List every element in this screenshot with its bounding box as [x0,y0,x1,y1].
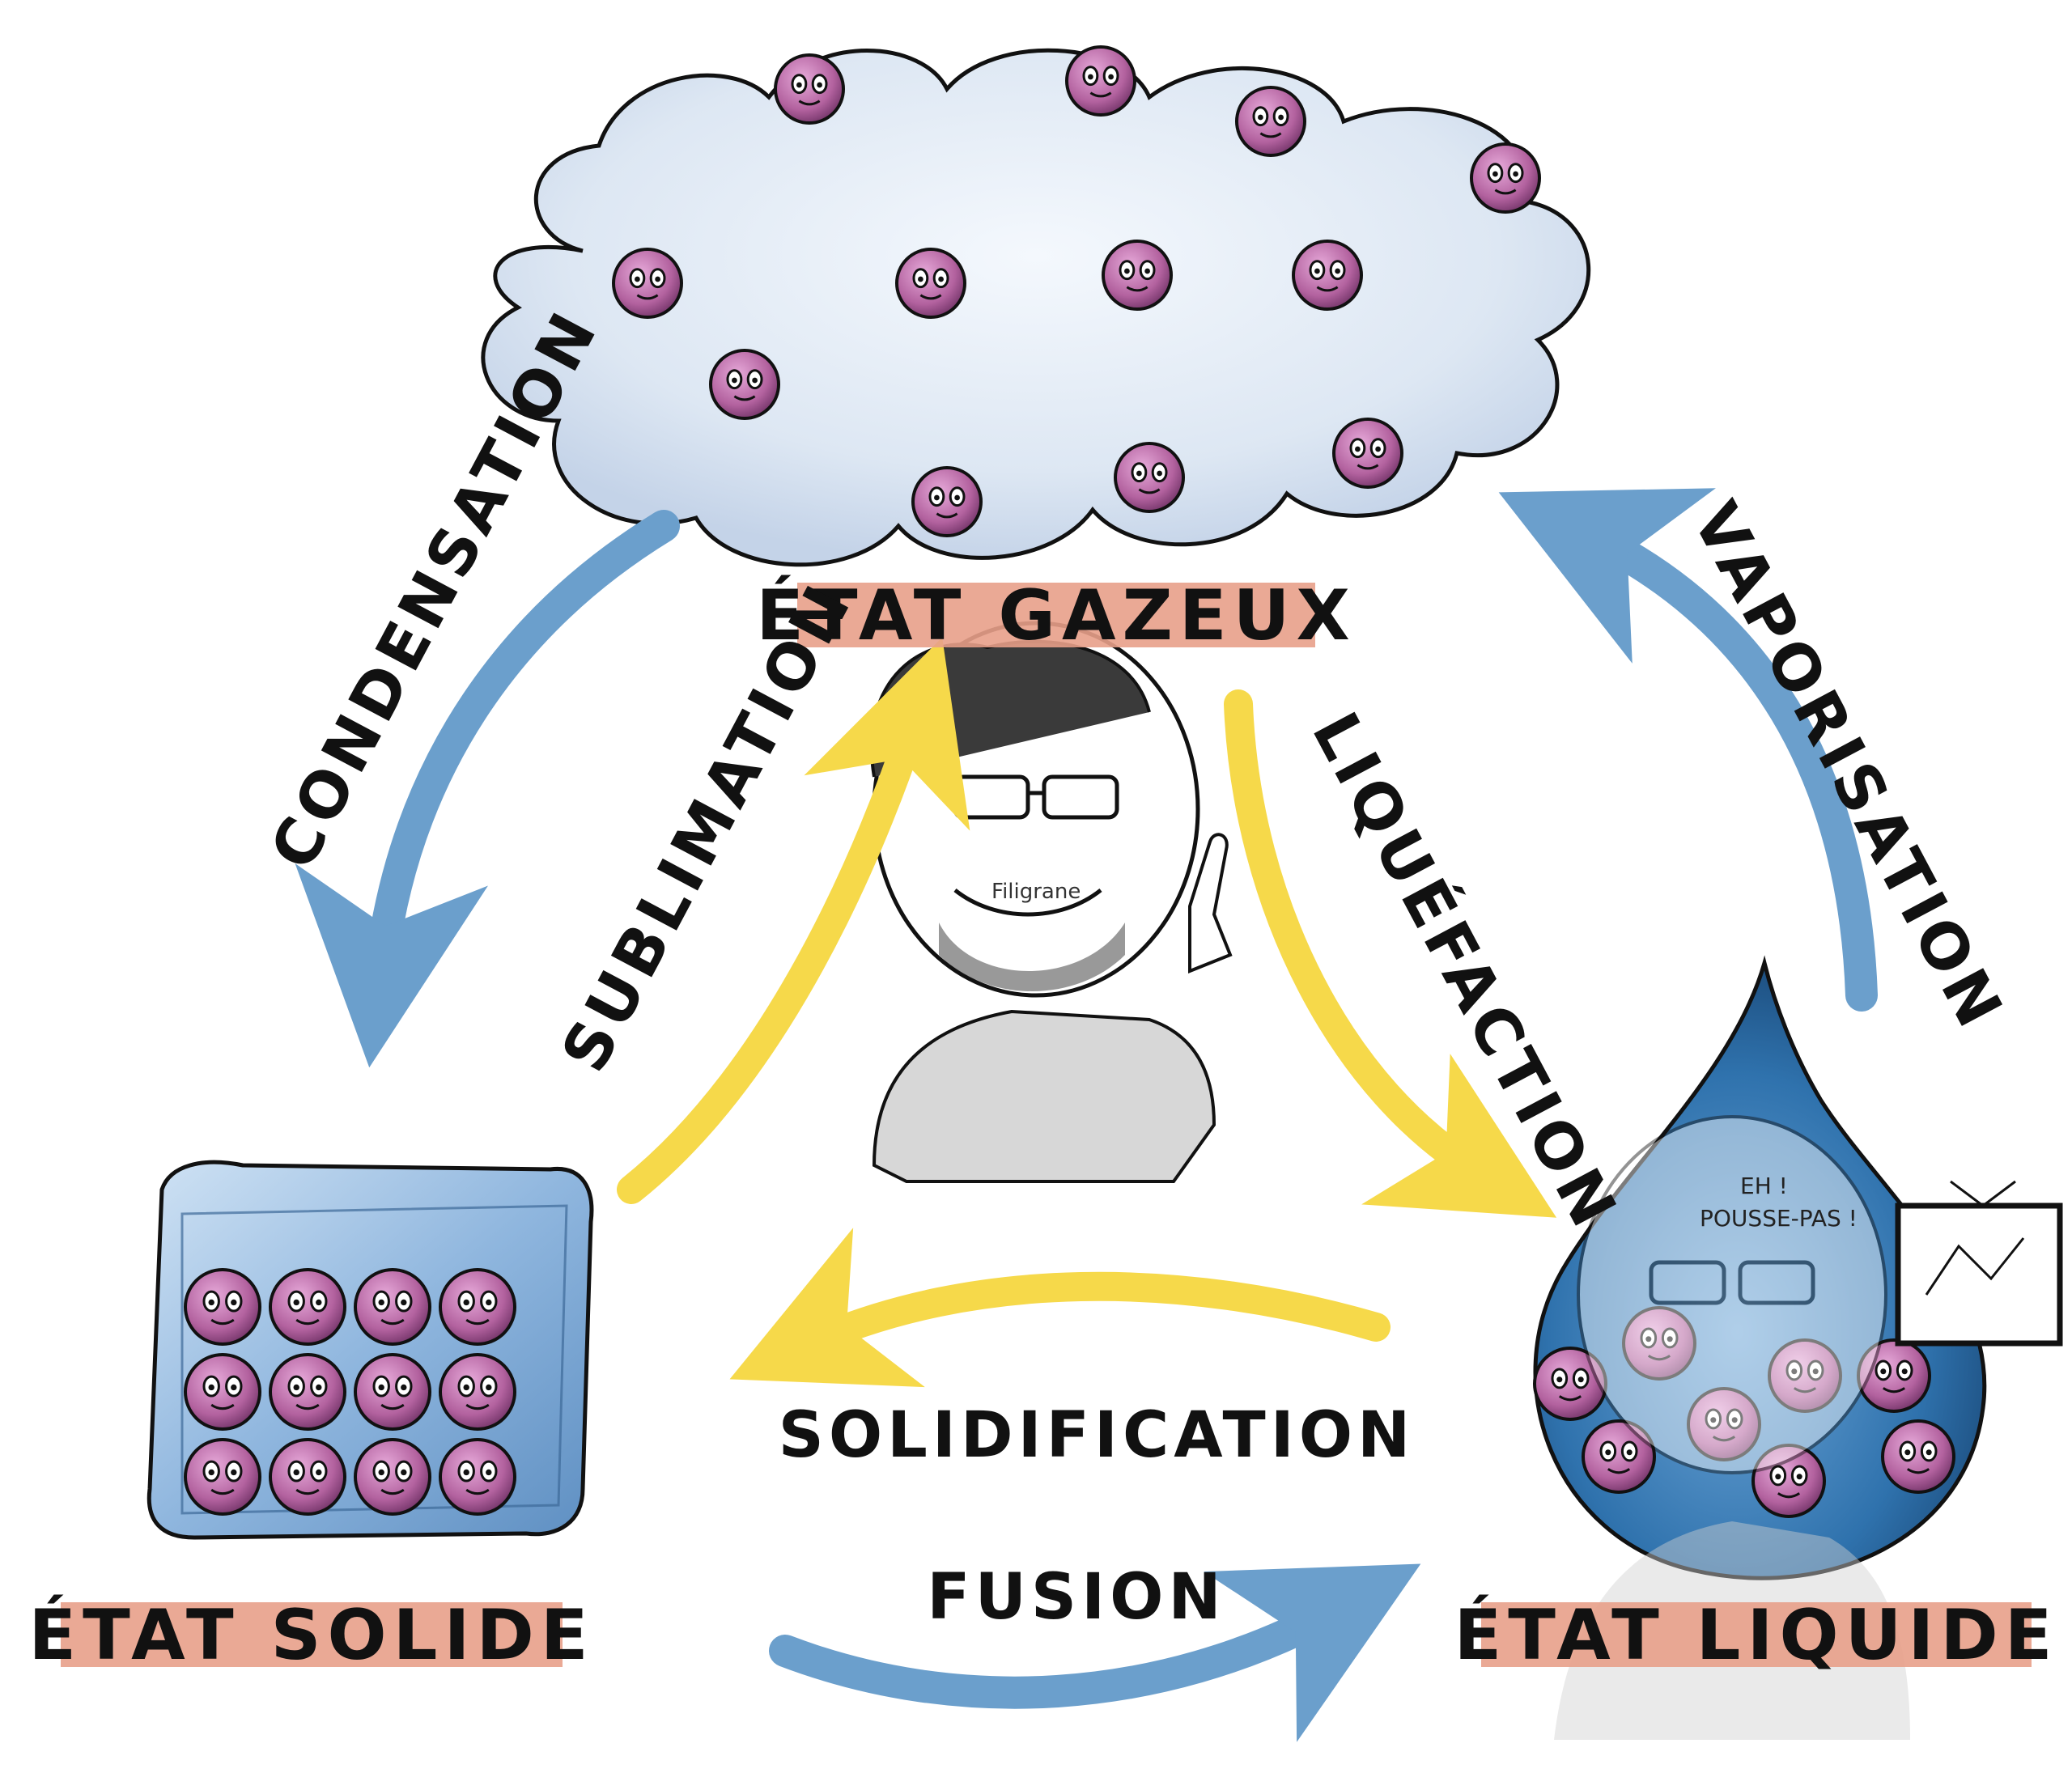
molecule-icon [1687,1387,1761,1461]
cloud-gas [481,48,1590,567]
liquid-state-label: ÉTAT LIQUIDE [1454,1594,2058,1676]
molecule-icon [1751,1444,1826,1518]
sublimation-label: SUBLIMATION [548,571,867,1084]
water-drop-liquid [1533,955,1987,1580]
molecule-icon [184,1438,261,1516]
molecule-icon [1114,442,1185,513]
solid-label-band [61,1602,563,1667]
caricature-figure-ghost [1554,1115,1910,1740]
vaporisation-arrow [1498,488,1878,1012]
molecule-icon [1582,1419,1656,1494]
gas-label-band [797,583,1315,647]
molecule-icon [1857,1338,1931,1413]
gas-state-label: ÉTAT GAZEUX [756,575,1357,656]
solidification-label: SOLIDIFICATION [779,1399,1416,1472]
liquefaction-arrow [1224,689,1557,1218]
speech-line-2: POUSSE-PAS ! [1700,1205,1858,1232]
molecule-icon [354,1438,431,1516]
molecule-icon [911,466,983,537]
molecule-icon [1533,1347,1607,1421]
molecule-icon [354,1268,431,1346]
solidification-arrow [729,1228,1391,1388]
molecule-icon [709,349,780,420]
fusion-label: FUSION [927,1561,1225,1634]
molecule-icon [1768,1338,1842,1413]
speech-line-1: EH ! [1740,1173,1788,1199]
molecule-icon [1292,240,1363,311]
molecule-icon [1065,45,1136,117]
gas-molecules [612,45,1541,537]
fusion-arrow [769,1563,1421,1742]
molecule-icon [269,1438,346,1516]
molecule-icon [1102,240,1173,311]
molecule-icon [1332,418,1403,489]
molecule-icon [439,1438,516,1516]
solid-molecules [184,1268,516,1516]
sublimation-arrow [617,637,970,1204]
liquid-label-band [1481,1602,2032,1667]
molecule-icon [895,248,966,319]
molecule-icon [1881,1419,1955,1494]
molecule-icon [354,1353,431,1431]
molecule-icon [184,1353,261,1431]
molecule-icon [1470,142,1541,214]
liquid-molecules [1533,1306,1955,1518]
molecule-icon [184,1268,261,1346]
molecule-icon [774,53,845,125]
framed-picture-icon [1895,1180,2063,1347]
molecule-icon [1235,86,1306,157]
condensation-arrow [295,510,680,1068]
molecule-icon [269,1353,346,1431]
solid-state-label: ÉTAT SOLIDE [28,1594,594,1676]
molecule-icon [1622,1306,1696,1381]
watermark-text: Filigrane [991,880,1081,904]
molecule-icon [612,248,683,319]
molecule-icon [439,1353,516,1431]
molecule-icon [439,1268,516,1346]
molecule-icon [269,1268,346,1346]
